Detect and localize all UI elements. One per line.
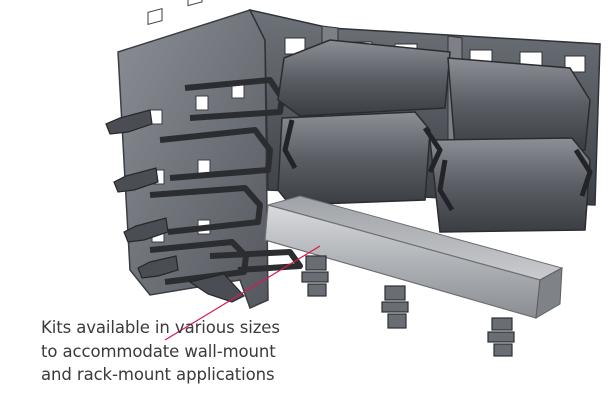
cable-trays: [277, 39, 593, 233]
bottom-brackets: [301, 255, 515, 357]
caption-line-3: and rack-mount applications: [41, 365, 275, 384]
callout-line: [164, 245, 321, 341]
caption: Kits available in various sizes to accom…: [41, 316, 341, 387]
front-horizontal-bar: [264, 195, 564, 319]
caption-line-2: to accommodate wall-mount: [41, 341, 276, 361]
mounting-hooks: [105, 109, 245, 303]
caption-line-1: Kits available in various sizes: [41, 318, 280, 337]
